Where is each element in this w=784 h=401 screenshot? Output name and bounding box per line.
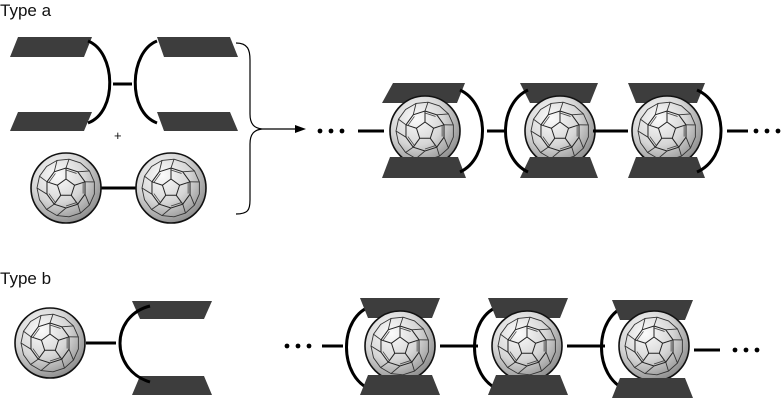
host-guest-complex	[382, 83, 484, 178]
porphyrin-plate	[382, 83, 465, 103]
porphyrin-plate	[132, 376, 212, 395]
ellipsis-dots-right	[732, 347, 760, 353]
host-guest-complex	[600, 300, 693, 398]
fullerene-sphere	[30, 152, 102, 224]
ellipsis-dots-right	[753, 128, 781, 134]
fullerene-sphere	[524, 95, 596, 167]
fullerene-sphere	[389, 95, 461, 167]
porphyrin-plate	[157, 37, 238, 57]
reaction-arrow	[262, 125, 306, 133]
porphyrin-plate	[360, 298, 440, 318]
porphyrin-plate	[612, 378, 693, 398]
plus-sign: +	[114, 128, 122, 143]
fullerene-sphere	[631, 95, 703, 167]
host-guest-complex	[628, 83, 723, 178]
porphyrin-plate	[157, 112, 238, 131]
monomer-b	[14, 301, 212, 395]
porphyrin-plate	[520, 83, 598, 103]
fullerene-sphere	[491, 310, 563, 382]
type-a-label: Type a	[0, 1, 52, 20]
supramolecular-polymer-b	[284, 298, 760, 398]
bis-porphyrin-host-left	[10, 37, 112, 131]
fullerene-sphere	[14, 307, 86, 379]
fullerene-sphere	[618, 310, 690, 382]
porphyrin-plate	[488, 375, 568, 395]
ellipsis-dots-left	[284, 343, 312, 349]
fullerene-sphere	[364, 310, 436, 382]
porphyrin-plate	[612, 300, 693, 320]
host-guest-complex	[345, 298, 440, 395]
porphyrin-plate	[360, 375, 440, 395]
fullerene-sphere	[135, 152, 207, 224]
ellipsis-dots-left	[317, 128, 345, 134]
grouping-brace	[235, 42, 263, 215]
porphyrin-plate	[132, 301, 212, 319]
porphyrin-plate	[10, 37, 92, 57]
type-b-label: Type b	[0, 269, 52, 288]
porphyrin-plate	[628, 157, 705, 178]
host-guest-complex	[473, 298, 568, 395]
fullerene-dimer	[30, 152, 207, 224]
host-guest-complex	[504, 83, 598, 178]
porphyrin-plate	[488, 298, 568, 318]
bis-porphyrin-host-right	[133, 37, 238, 131]
porphyrin-plate	[520, 157, 598, 178]
supramolecular-polymer-a	[317, 83, 781, 178]
porphyrin-plate	[628, 83, 705, 103]
porphyrin-plate	[10, 112, 92, 131]
porphyrin-plate	[382, 157, 466, 178]
